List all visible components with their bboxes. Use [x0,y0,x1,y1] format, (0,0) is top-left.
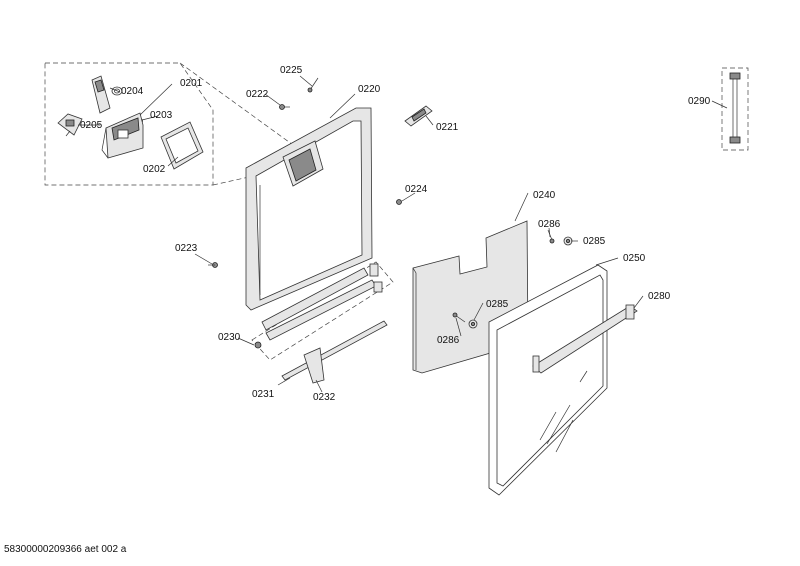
label-0205: 0205 [80,120,103,131]
part-0224-screw [396,199,402,205]
label-0285-lower: 0285 [486,299,509,310]
label-0231: 0231 [252,389,275,400]
label-0201: 0201 [180,78,203,89]
part-0202-display-frame [160,121,204,170]
part-0204-cover [91,75,123,114]
part-0285-bushing-upper [563,236,573,246]
part-0286-screw-upper [547,229,555,244]
part-0205-module [57,113,83,137]
label-0285-upper: 0285 [583,236,606,247]
drawing-number: 58300000209366 aet 002 a [4,544,127,555]
label-0224: 0224 [405,184,428,195]
label-0225: 0225 [280,65,303,76]
part-0231-rail [281,320,388,381]
leader-lines [78,75,728,393]
part-0232-bracket [303,347,325,384]
part-0286-screw-lower [452,312,466,323]
label-0220: 0220 [358,84,381,95]
detail-inset [44,62,301,186]
part-0230-strip-assembly [251,261,394,361]
label-0250: 0250 [623,253,646,264]
label-0290: 0290 [688,96,711,107]
label-0223: 0223 [175,243,198,254]
label-0204: 0204 [121,86,144,97]
part-0223-screw [208,262,218,268]
part-0225-hinge-pin [307,77,319,93]
label-0286-lower: 0286 [437,335,460,346]
label-0286-upper: 0286 [538,219,561,230]
part-0222-screw [279,104,290,110]
part-0290-cable [721,67,749,151]
label-0280: 0280 [648,291,671,302]
part-0280-handle [532,304,638,374]
part-0285-bushing-lower [468,319,478,329]
part-0201-control-unit [101,112,144,159]
label-0202: 0202 [143,164,166,175]
label-0203: 0203 [150,110,173,121]
label-0221: 0221 [436,122,459,133]
label-0230: 0230 [218,332,241,343]
label-0222: 0222 [246,89,269,100]
label-0232: 0232 [313,392,336,403]
part-labels: 0201 0204 0203 0205 0202 0225 0222 0220 … [80,65,711,403]
part-0250-front-door [488,264,608,496]
part-0220-inner-door [245,107,373,311]
label-0240: 0240 [533,190,556,201]
part-0221-latch [404,105,433,127]
